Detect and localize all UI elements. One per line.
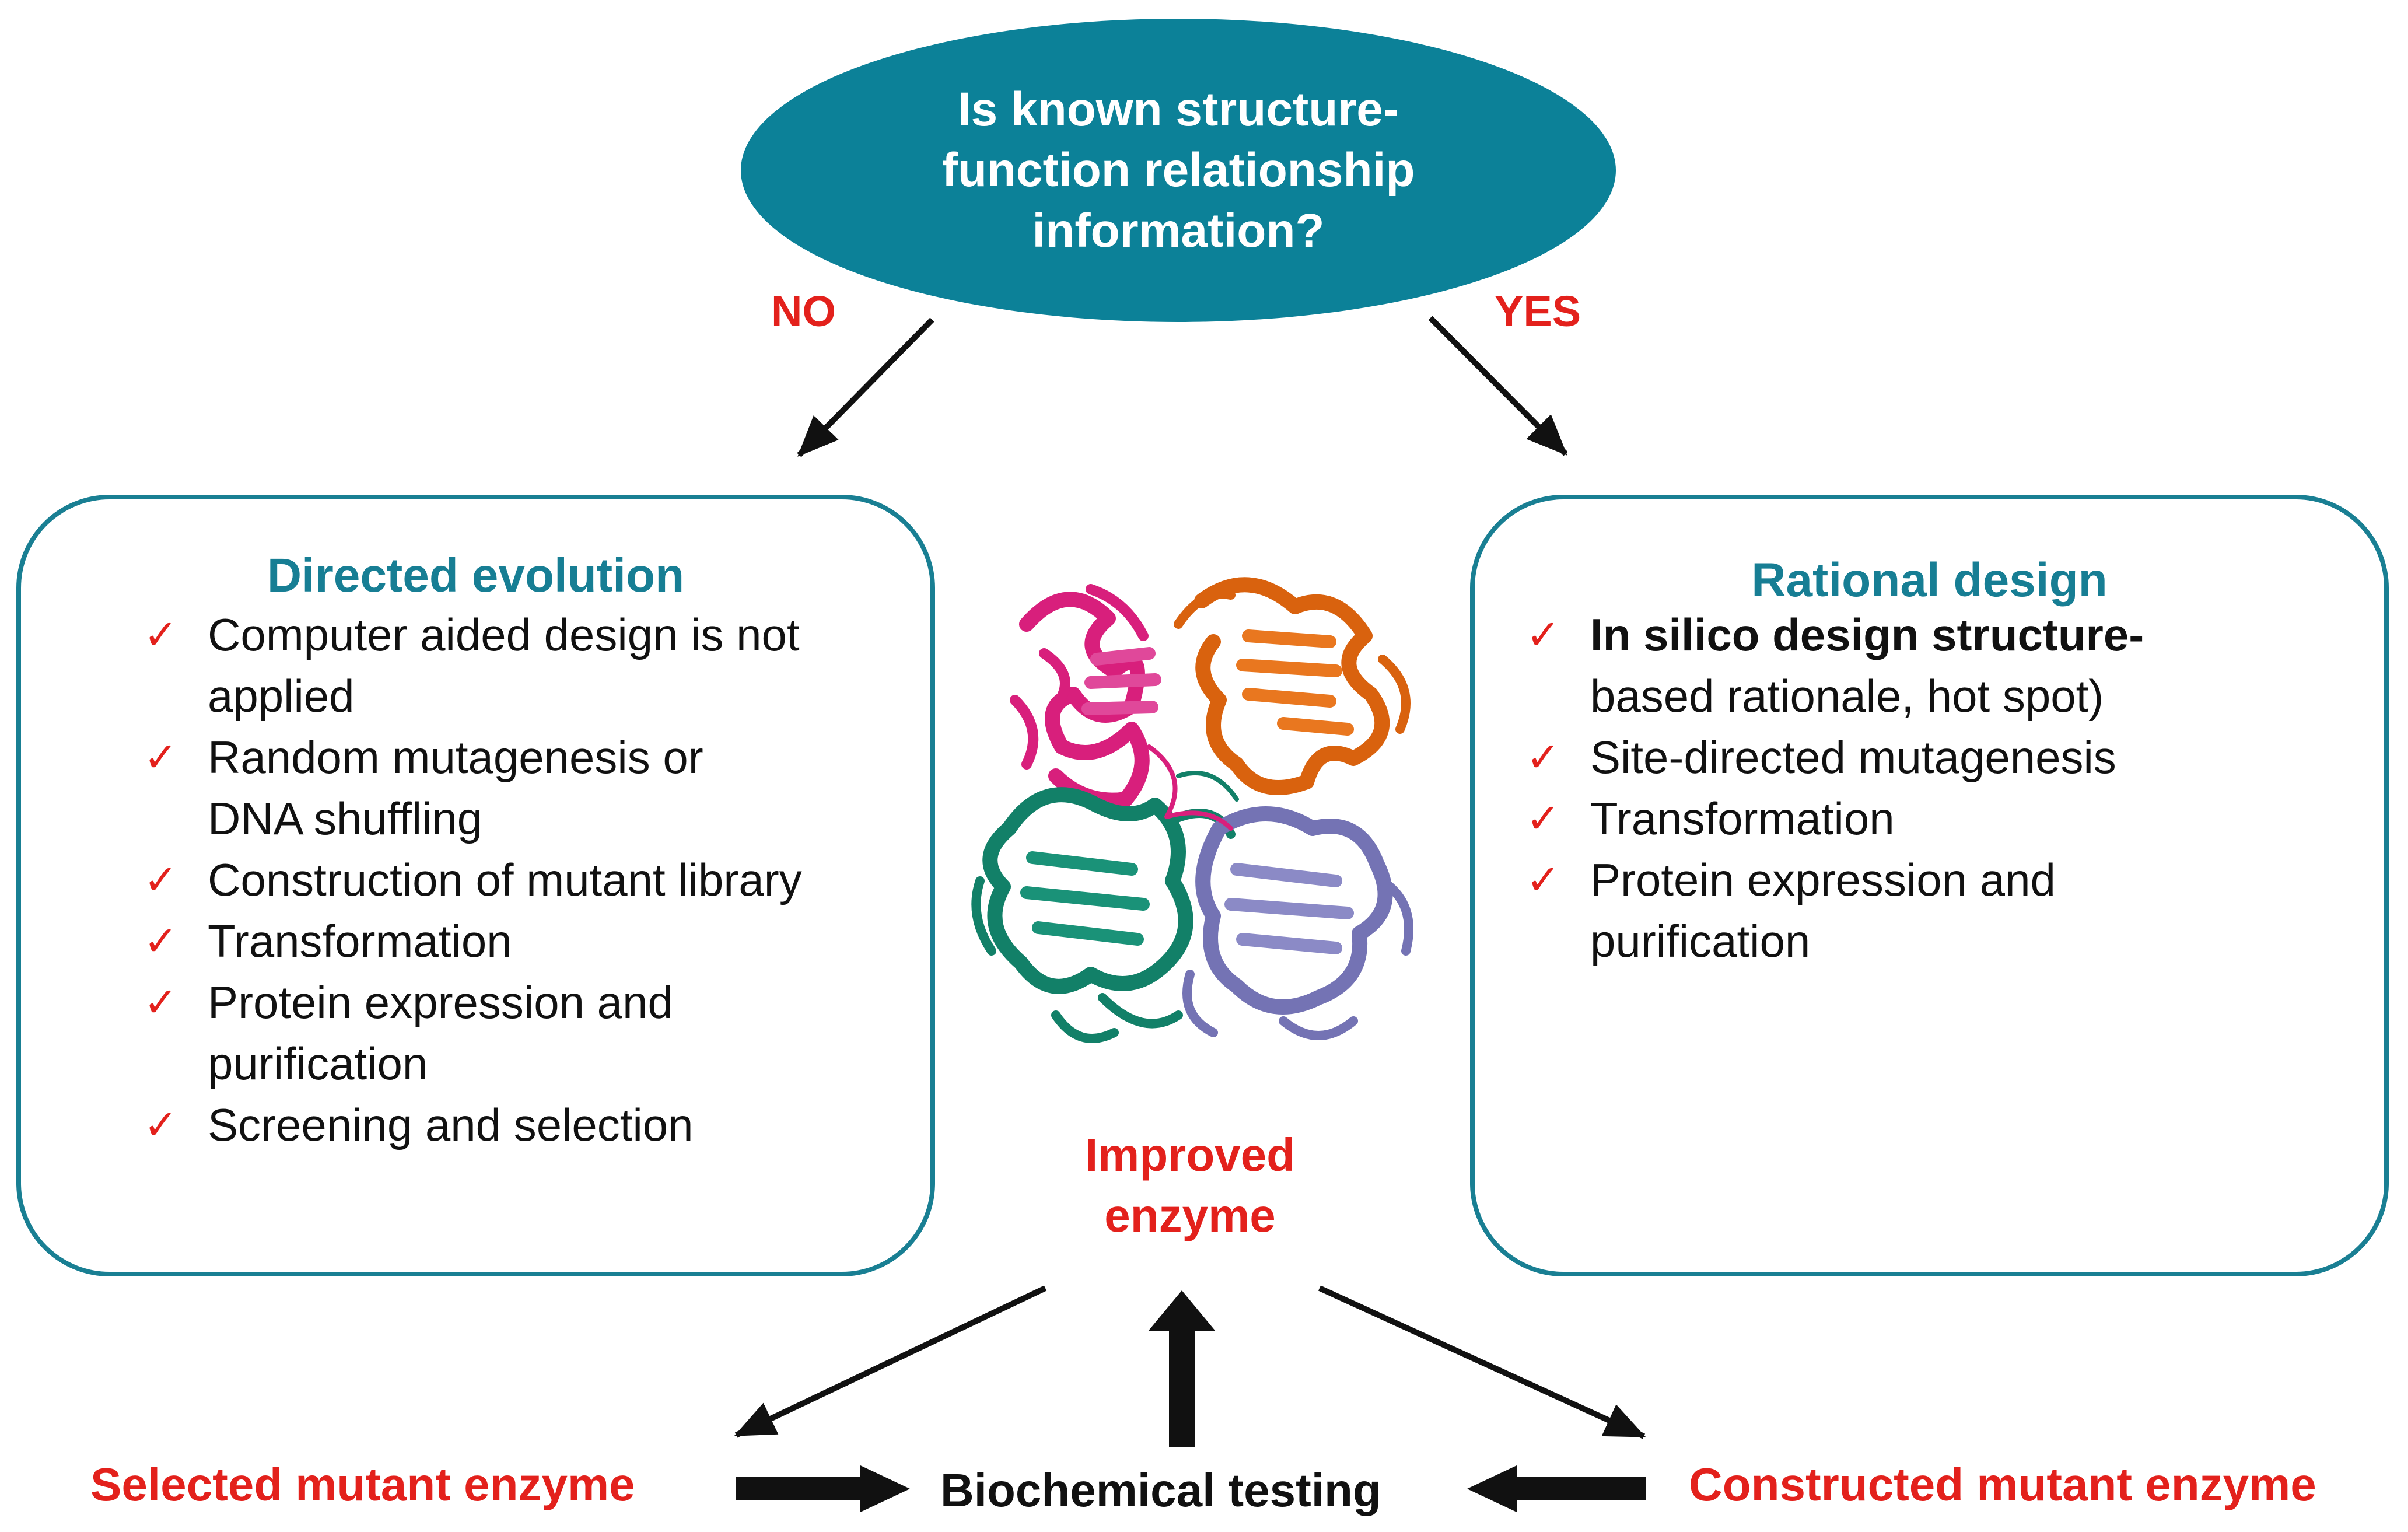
step-item: ✓ Random mutagenesis or DNA shuffling bbox=[144, 727, 919, 849]
step-text: applied bbox=[208, 670, 355, 722]
check-icon: ✓ bbox=[144, 917, 178, 965]
step-text: Computer aided design is not bbox=[208, 609, 800, 660]
branch-label-no: NO bbox=[771, 287, 836, 335]
step-text: purification bbox=[1590, 915, 1811, 967]
arrow-constructed-to-testing bbox=[1467, 1465, 1646, 1512]
step-item: ✓ Computer aided design is not applied bbox=[144, 604, 919, 727]
arrow-to-selected-mutant bbox=[734, 1285, 1047, 1438]
directed-evolution-panel: Directed evolution ✓ Computer aided desi… bbox=[16, 495, 935, 1276]
directed-evolution-steps: ✓ Computer aided design is not applied ✓… bbox=[144, 604, 919, 1156]
step-item: ✓ Site-directed mutagenesis bbox=[1526, 727, 2360, 788]
question-line: Is known structure- bbox=[957, 83, 1399, 136]
step-text: purification bbox=[208, 1038, 428, 1089]
arrow-no-branch bbox=[797, 317, 935, 457]
check-icon: ✓ bbox=[144, 733, 178, 781]
improved-enzyme-line: enzyme bbox=[1104, 1190, 1276, 1241]
step-text: Construction of mutant library bbox=[208, 854, 802, 905]
step-text: DNA shuffling bbox=[208, 793, 483, 844]
step-item: ✓ Screening and selection bbox=[144, 1094, 919, 1156]
step-item: ✓ Construction of mutant library bbox=[144, 849, 919, 911]
check-icon: ✓ bbox=[1526, 856, 1560, 904]
arrow-yes-branch bbox=[1428, 316, 1568, 456]
arrow-testing-to-improved bbox=[1148, 1290, 1216, 1447]
step-text: Transformation bbox=[208, 915, 512, 967]
improved-enzyme-label: Improved enzyme bbox=[1038, 1125, 1342, 1246]
constructed-mutant-enzyme-label: Constructed mutant enzyme bbox=[1689, 1458, 2316, 1510]
step-text: Protein expression and bbox=[208, 977, 673, 1028]
step-item: ✓ Protein expression and purification bbox=[1526, 849, 2360, 972]
check-icon: ✓ bbox=[144, 856, 178, 904]
step-text: Transformation bbox=[1590, 793, 1895, 844]
check-icon: ✓ bbox=[144, 611, 178, 659]
check-icon: ✓ bbox=[1526, 611, 1560, 659]
step-text: In silico design structure- bbox=[1590, 609, 2144, 660]
protein-structure-icon bbox=[971, 577, 1413, 1043]
step-text: Screening and selection bbox=[208, 1099, 694, 1150]
step-item: ✓ Transformation bbox=[144, 911, 919, 972]
check-icon: ✓ bbox=[144, 978, 178, 1026]
question-line: function relationship bbox=[942, 144, 1415, 197]
biochemical-testing-label: Biochemical testing bbox=[940, 1464, 1381, 1516]
step-text: Random mutagenesis or bbox=[208, 732, 704, 783]
rational-design-panel: Rational design ✓ In silico design struc… bbox=[1470, 495, 2389, 1276]
step-item: ✓ In silico design structure- based rati… bbox=[1526, 604, 2360, 727]
check-icon: ✓ bbox=[1526, 733, 1560, 781]
step-item: ✓ Transformation bbox=[1526, 788, 2360, 849]
question-line: information? bbox=[1032, 204, 1325, 257]
improved-enzyme-line: Improved bbox=[1084, 1129, 1296, 1181]
step-text: Protein expression and bbox=[1590, 854, 2056, 905]
check-icon: ✓ bbox=[144, 1101, 178, 1149]
arrow-to-constructed-mutant bbox=[1318, 1285, 1646, 1439]
directed-evolution-title: Directed evolution bbox=[267, 549, 685, 602]
rational-design-title: Rational design bbox=[1751, 554, 2108, 607]
selected-mutant-enzyme-label: Selected mutant enzyme bbox=[90, 1458, 635, 1510]
step-item: ✓ Protein expression and purification bbox=[144, 972, 919, 1094]
arrow-selected-to-testing bbox=[736, 1465, 910, 1512]
branch-label-yes: YES bbox=[1494, 287, 1581, 335]
rational-design-steps: ✓ In silico design structure- based rati… bbox=[1526, 604, 2360, 972]
check-icon: ✓ bbox=[1526, 795, 1560, 842]
decision-question-ellipse: Is known structure- function relationshi… bbox=[741, 19, 1616, 322]
step-text: based rationale, hot spot) bbox=[1590, 670, 2104, 722]
step-text: Site-directed mutagenesis bbox=[1590, 732, 2116, 783]
